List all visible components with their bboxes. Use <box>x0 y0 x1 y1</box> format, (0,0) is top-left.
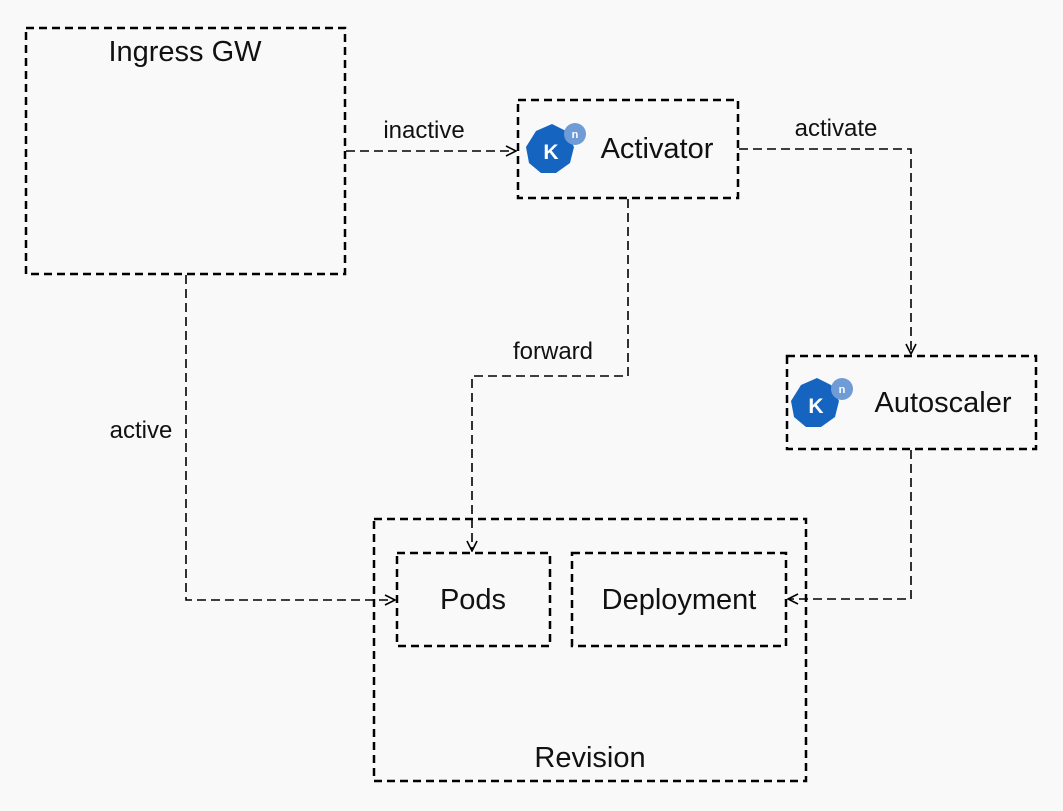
edge-activate-line <box>739 148 911 354</box>
revision-box <box>372 517 808 783</box>
revision-label: Revision <box>534 742 645 774</box>
edge-forward-label: forward <box>513 338 593 365</box>
knative-icon: K n <box>791 378 853 427</box>
deployment-label: Deployment <box>602 584 757 616</box>
pods-node: Pods <box>395 551 552 648</box>
ingress-gw-box <box>24 26 347 276</box>
deployment-box <box>570 551 788 648</box>
knative-letter: K <box>543 141 558 164</box>
knative-badge: n <box>572 129 579 141</box>
activator-box <box>516 98 740 200</box>
knative-icon: K n <box>526 123 586 173</box>
edge-inactive: inactive <box>346 117 516 151</box>
knative-letter: K <box>808 395 823 418</box>
autoscaler-node: K n Autoscaler <box>785 354 1038 451</box>
edge-activate: activate <box>739 115 911 354</box>
revision-node: Revision <box>372 517 808 783</box>
edge-activate-label: activate <box>795 115 878 142</box>
autoscaler-label: Autoscaler <box>874 387 1011 419</box>
edge-forward: forward <box>472 199 629 551</box>
ingress-gw-node: Ingress GW <box>24 26 347 276</box>
pods-box <box>395 551 552 648</box>
edge-forward-line <box>472 199 629 551</box>
edge-active: active <box>110 275 395 600</box>
edge-inactive-label: inactive <box>383 117 464 144</box>
knative-badge: n <box>839 384 846 396</box>
edge-scale-line <box>788 450 912 599</box>
ingress-gw-label: Ingress GW <box>108 36 262 68</box>
deployment-node: Deployment <box>570 551 788 648</box>
edge-active-line <box>185 275 395 600</box>
activator-label: Activator <box>601 133 714 165</box>
edge-active-label: active <box>110 417 173 444</box>
pods-label: Pods <box>440 584 506 616</box>
autoscaler-box <box>785 354 1038 451</box>
activator-node: K n Activator <box>516 98 740 200</box>
edge-scale <box>788 450 912 599</box>
